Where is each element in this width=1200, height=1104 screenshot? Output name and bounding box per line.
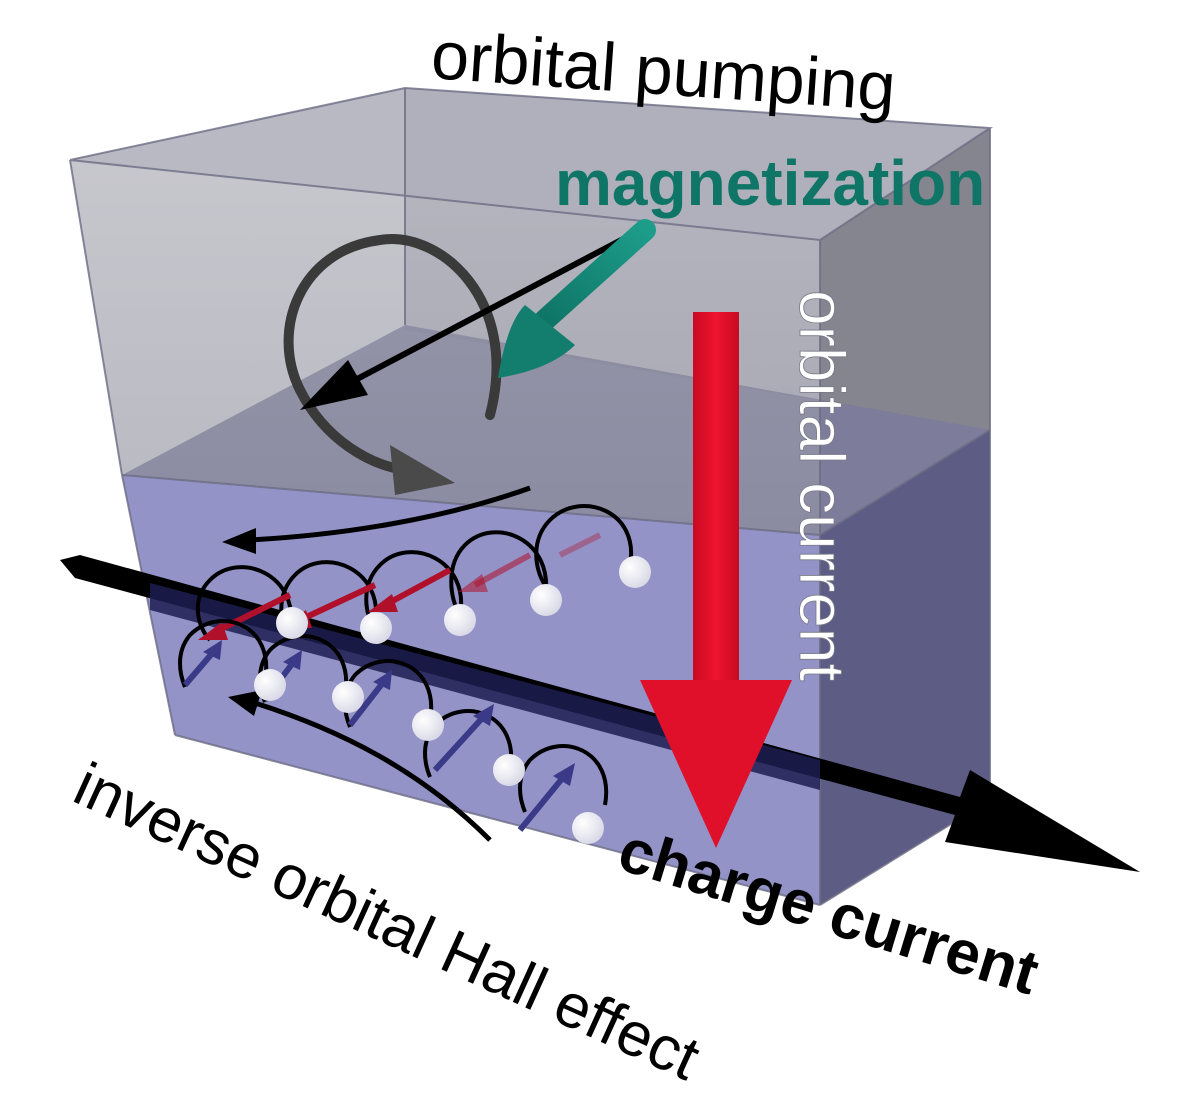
electron — [619, 556, 651, 588]
magnetization-precession — [283, 219, 656, 495]
electron — [444, 604, 476, 636]
electron — [412, 709, 444, 741]
electron — [530, 584, 562, 616]
charge-current-arrow — [60, 555, 1140, 872]
electron — [360, 612, 392, 644]
lower-orbital-moments — [182, 640, 575, 832]
magnetization-arrowhead-icon — [498, 305, 575, 378]
magnetization-label: magnetization — [555, 147, 985, 219]
electron — [493, 754, 525, 786]
precession-arc — [283, 234, 502, 475]
top-layer-top-face — [70, 88, 990, 240]
upper-flow-arc — [249, 485, 531, 543]
precession-axis — [338, 235, 627, 391]
orbital-current-arrow — [640, 312, 792, 848]
lower-flow-arc — [254, 700, 492, 842]
upper-flow-arrowhead-icon — [222, 528, 256, 554]
orbital-current-label: orbital current — [786, 290, 858, 682]
orbital-hall-elements — [178, 485, 651, 844]
electrons — [254, 556, 651, 844]
magnetization-arrow-shaft — [534, 219, 656, 331]
electron — [332, 681, 364, 713]
electron — [572, 812, 604, 844]
electron — [276, 607, 308, 639]
electron — [254, 669, 286, 701]
lower-flow-arrowhead-icon — [228, 690, 262, 716]
precession-axis-arrowhead-icon — [300, 360, 368, 410]
precession-arrowhead-icon — [390, 445, 455, 495]
